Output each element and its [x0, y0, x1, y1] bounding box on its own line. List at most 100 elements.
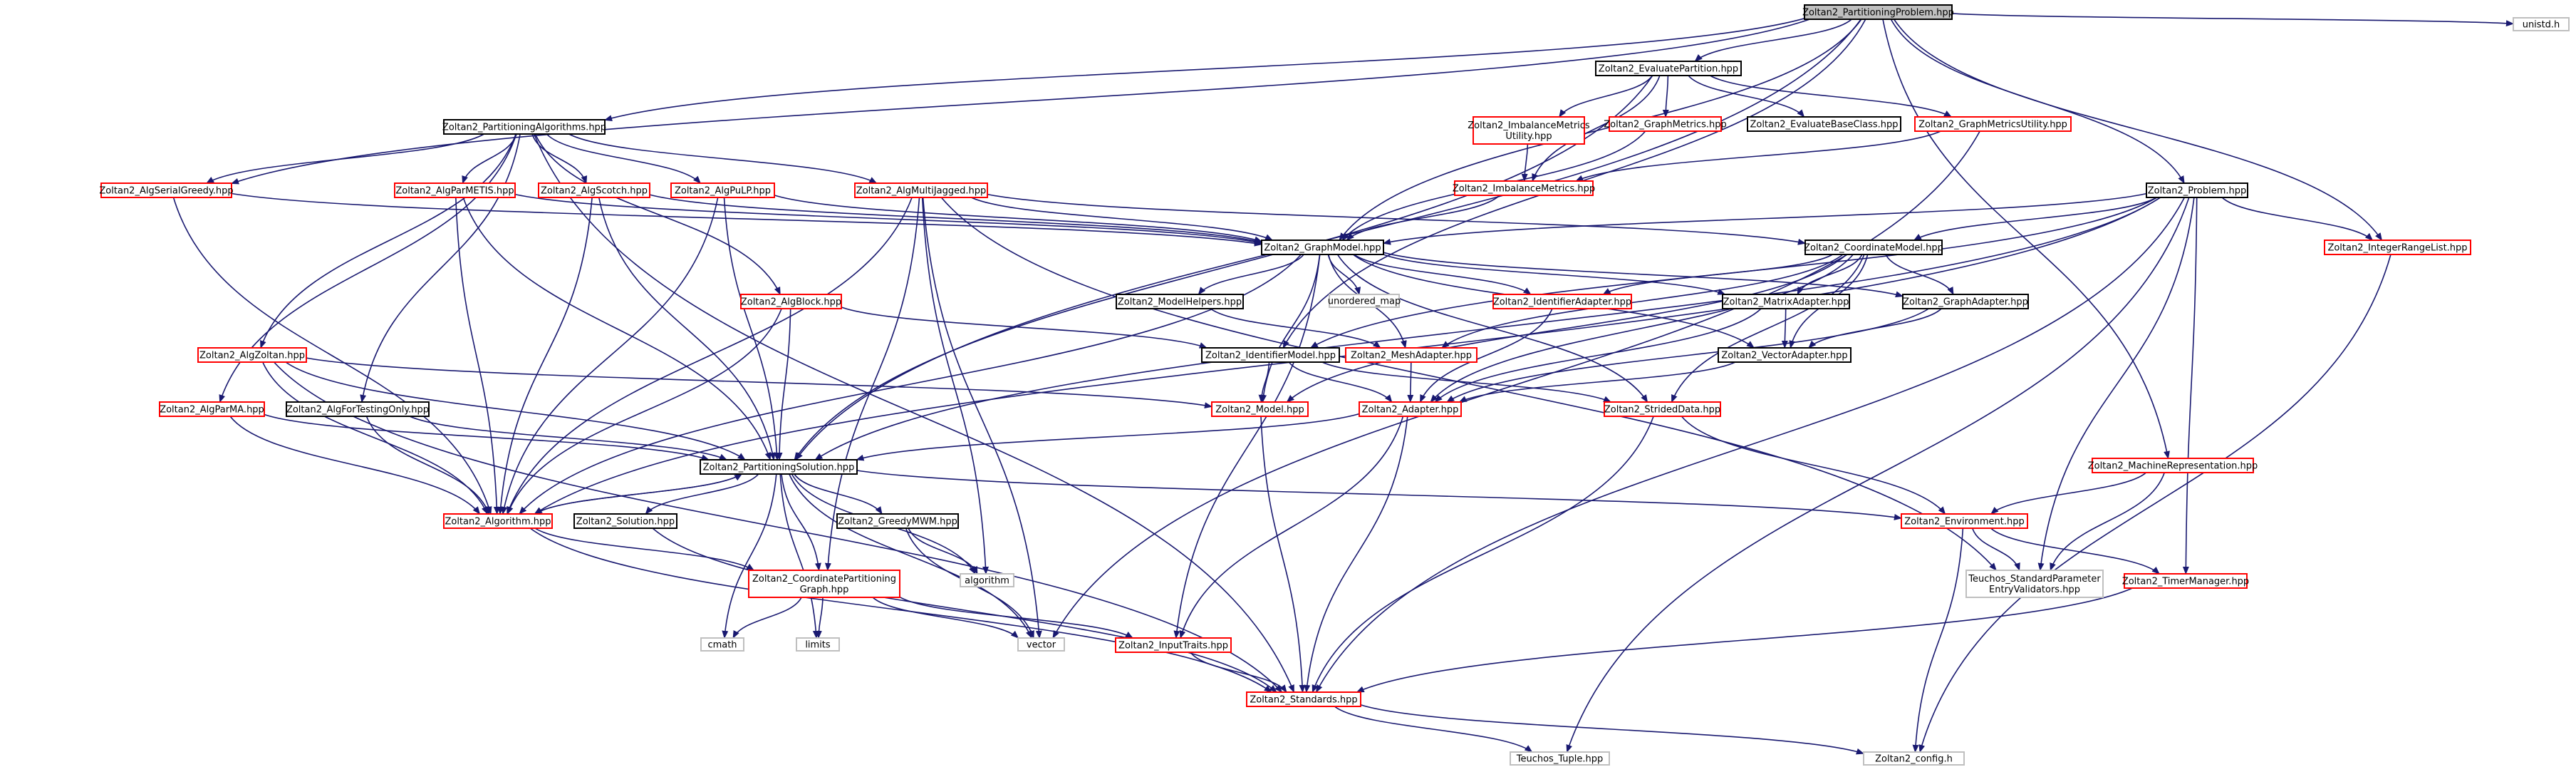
node-coordmodel[interactable]: Zoltan2_CoordinateModel.hpp [1804, 240, 1943, 255]
node-pp[interactable]: Zoltan2_PartitioningProblem.hpp [1802, 4, 1954, 20]
node-model[interactable]: Zoltan2_Model.hpp [1211, 401, 1309, 417]
edge-model-to-standards [1260, 416, 1306, 694]
edge-mj-to-vector [922, 197, 1042, 639]
node-graphmet[interactable]: Zoltan2_GraphMetrics.hpp [1604, 116, 1727, 132]
node-sgreedy[interactable]: Zoltan2_AlgSerialGreedy.hpp [99, 182, 234, 198]
node-scotch[interactable]: Zoltan2_AlgScotch.hpp [538, 182, 650, 198]
edge-imbm-to-graphmodel [1346, 195, 1500, 241]
node-algorithm_h[interactable]: Zoltan2_Algorithm.hpp [443, 513, 553, 529]
node-matrixadapter[interactable]: Zoltan2_MatrixAdapter.hpp [1722, 294, 1850, 309]
node-algzoltan[interactable]: Zoltan2_AlgZoltan.hpp [197, 347, 307, 363]
node-box [1595, 61, 1742, 76]
node-label: Zoltan2_AlgParMETIS.hpp [395, 186, 514, 197]
node-machine[interactable]: Zoltan2_MachineRepresentation.hpp [2088, 458, 2258, 473]
node-partsol[interactable]: Zoltan2_PartitioningSolution.hpp [700, 459, 858, 475]
edge-graphmodel-to-inputtraits [1173, 254, 1321, 639]
node-label: Zoltan2_GraphAdapter.hpp [1903, 297, 2028, 308]
node-environment[interactable]: Zoltan2_Environment.hpp [1901, 513, 2028, 529]
node-parma[interactable]: Zoltan2_AlgParMA.hpp [159, 401, 265, 417]
node-box [2324, 240, 2471, 255]
node-timer[interactable]: Zoltan2_TimerManager.hpp [2122, 573, 2249, 589]
node-label: Zoltan2_AlgSerialGreedy.hpp [99, 186, 233, 197]
node-label: Zoltan2_GraphModel.hpp [1264, 243, 1381, 254]
node-standards[interactable]: Zoltan2_Standards.hpp [1246, 691, 1361, 707]
node-label: Zoltan2_Problem.hpp [2148, 186, 2247, 197]
node-meshadapter[interactable]: Zoltan2_MeshAdapter.hpp [1345, 347, 1477, 363]
node-modelhelpers[interactable]: Zoltan2_ModelHelpers.hpp [1116, 294, 1244, 309]
node-graphadapter[interactable]: Zoltan2_GraphAdapter.hpp [1902, 294, 2029, 309]
node-label: Zoltan2_IntegerRangeList.hpp [2327, 243, 2467, 254]
edge-partsol-to-environment [856, 470, 1903, 520]
edge-irl-to-config [1918, 254, 2391, 753]
edge-coordpg-to-cmath [732, 597, 802, 639]
node-label: EntryValidators.hpp [1989, 585, 2080, 595]
node-inputtraits[interactable]: Zoltan2_InputTraits.hpp [1115, 637, 1232, 653]
edge-partsol-to-coordpg [781, 473, 821, 572]
node-label: Zoltan2_Algorithm.hpp [445, 517, 551, 527]
node-idadapter[interactable]: Zoltan2_IdentifierAdapter.hpp [1492, 294, 1632, 309]
edge-graphmu-to-imbm [1575, 130, 1941, 182]
edge-mj-to-graphmodel [971, 197, 1274, 241]
node-mj[interactable]: Zoltan2_AlgMultiJagged.hpp [854, 182, 988, 198]
edge-coordpg-to-vector [872, 597, 1019, 639]
edge-scotch-to-partsol [598, 197, 776, 461]
node-graphmodel[interactable]: Zoltan2_GraphModel.hpp [1261, 240, 1384, 255]
node-box [1604, 401, 1721, 417]
edge-problem-to-graphmodel [1382, 192, 2147, 245]
edge-idmodel-to-adapter [1288, 361, 1393, 403]
node-graphmu[interactable]: Zoltan2_GraphMetricsUtility.hpp [1914, 116, 2072, 132]
edge-timer-to-standards [1356, 587, 2133, 693]
node-imbm[interactable]: Zoltan2_ImbalanceMetrics.hpp [1453, 180, 1595, 196]
node-algblock[interactable]: Zoltan2_AlgBlock.hpp [740, 294, 842, 309]
node-partalgs[interactable]: Zoltan2_PartitioningAlgorithms.hpp [442, 119, 606, 135]
node-box [670, 182, 775, 198]
node-adapter[interactable]: Zoltan2_Adapter.hpp [1359, 401, 1462, 417]
edge-coordmodel-to-matrixadapter [1797, 254, 1863, 296]
node-box [854, 182, 988, 198]
edge-fortesting-to-algorithm_h [365, 416, 490, 515]
edge-pulp-to-algorithm_h [501, 197, 719, 515]
node-limits: limits [796, 637, 840, 652]
node-evalpart[interactable]: Zoltan2_EvaluatePartition.hpp [1595, 61, 1742, 76]
edge-algzoltan-to-standards [274, 361, 1283, 693]
edge-algorithm_h-to-standards [529, 527, 1272, 693]
node-label: Zoltan2_GraphMetrics.hpp [1604, 120, 1727, 130]
node-label: Zoltan2_PartitioningAlgorithms.hpp [442, 123, 606, 133]
node-parmetis[interactable]: Zoltan2_AlgParMETIS.hpp [394, 182, 516, 198]
node-label: limits [805, 640, 831, 651]
edge-partsol-to-greedymwm [794, 473, 883, 515]
edge-matrixadapter-to-adapter [1434, 308, 1762, 403]
edge-strided-to-standards [1312, 416, 1654, 694]
node-box [443, 119, 606, 135]
edge-partsol-to-solution [645, 473, 759, 515]
edge-idmodel-to-strided [1321, 361, 1612, 403]
node-label: Teuchos_Tuple.hpp [1516, 754, 1604, 765]
node-evalbase[interactable]: Zoltan2_EvaluateBaseClass.hpp [1747, 116, 1901, 132]
edge-partalgs-to-mj [568, 133, 878, 184]
node-solution[interactable]: Zoltan2_Solution.hpp [573, 513, 677, 529]
node-greedymwm[interactable]: Zoltan2_GreedyMWM.hpp [836, 513, 959, 529]
edge-graphmodel-to-algorithm_h [519, 254, 1302, 515]
edge-environment-to-config [1912, 527, 1964, 753]
node-pulp[interactable]: Zoltan2_AlgPuLP.hpp [670, 182, 775, 198]
node-box [960, 573, 1014, 587]
edge-graphmodel-to-model [1260, 254, 1321, 403]
node-box [1965, 570, 2104, 598]
edge-modelhelpers-to-meshadapter [1210, 308, 1381, 349]
edge-coordmodel-to-meshadapter [1441, 254, 1844, 349]
node-strided[interactable]: Zoltan2_StridedData.hpp [1604, 401, 1721, 417]
node-irl[interactable]: Zoltan2_IntegerRangeList.hpp [2324, 240, 2471, 255]
node-fortesting[interactable]: Zoltan2_AlgForTestingOnly.hpp [286, 401, 430, 417]
node-label: Zoltan2_PartitioningSolution.hpp [703, 463, 855, 473]
node-problem[interactable]: Zoltan2_Problem.hpp [2146, 182, 2248, 198]
node-box [1747, 116, 1901, 132]
node-box [1211, 401, 1309, 417]
node-idmodel[interactable]: Zoltan2_IdentifierModel.hpp [1201, 347, 1340, 363]
node-label: Teuchos_StandardParameter [1968, 574, 2101, 585]
node-label: Zoltan2_VectorAdapter.hpp [1721, 351, 1847, 361]
node-label: Zoltan2_ModelHelpers.hpp [1118, 297, 1242, 308]
node-vectoradapter[interactable]: Zoltan2_VectorAdapter.hpp [1718, 347, 1852, 363]
